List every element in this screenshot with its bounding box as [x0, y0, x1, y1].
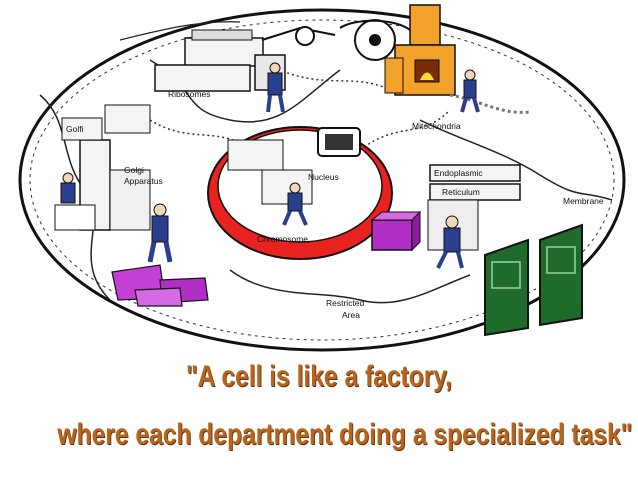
label-chromosome: Chromosome — [257, 234, 308, 244]
label-golgi-line2: Apparatus — [124, 176, 163, 186]
label-er-line1: Endoplasmic — [434, 168, 483, 178]
partition-line — [119, 21, 241, 41]
caption-line-1: "A cell is like a factory, — [186, 360, 452, 393]
label-nucleus: Nucleus — [308, 172, 339, 182]
magenta-sacks — [111, 264, 209, 307]
label-er-line2: Reticulum — [442, 187, 480, 197]
worker-figure — [436, 215, 464, 269]
label-membrane: Membrane — [563, 196, 604, 206]
label-ribosomes: Ribosomes — [168, 89, 211, 99]
label-box-sign: Golfi — [66, 124, 84, 134]
label-golgi-line1: Golgi — [124, 165, 144, 175]
label-restricted-line2: Area — [342, 310, 360, 320]
caption-line-2: where each department doing a specialize… — [57, 418, 633, 451]
conveyor-wheel — [339, 19, 411, 61]
label-restricted-line1: Restricted — [326, 298, 365, 308]
cable-line — [149, 119, 251, 151]
mitochondria-furnace — [384, 4, 531, 114]
partition-line — [419, 119, 613, 201]
purple-crate — [370, 210, 422, 252]
golgi-apparatus-station — [54, 104, 151, 231]
worker-figure — [266, 62, 285, 113]
cell-inner-outline — [29, 19, 615, 341]
worker-figure — [147, 203, 173, 263]
label-mitochondria: Mitochondria — [412, 121, 461, 131]
partition-line — [229, 269, 471, 304]
worker-figure — [282, 182, 308, 226]
worker-figure — [460, 69, 480, 113]
exit-doors — [484, 223, 583, 337]
worker-figure — [60, 172, 76, 204]
